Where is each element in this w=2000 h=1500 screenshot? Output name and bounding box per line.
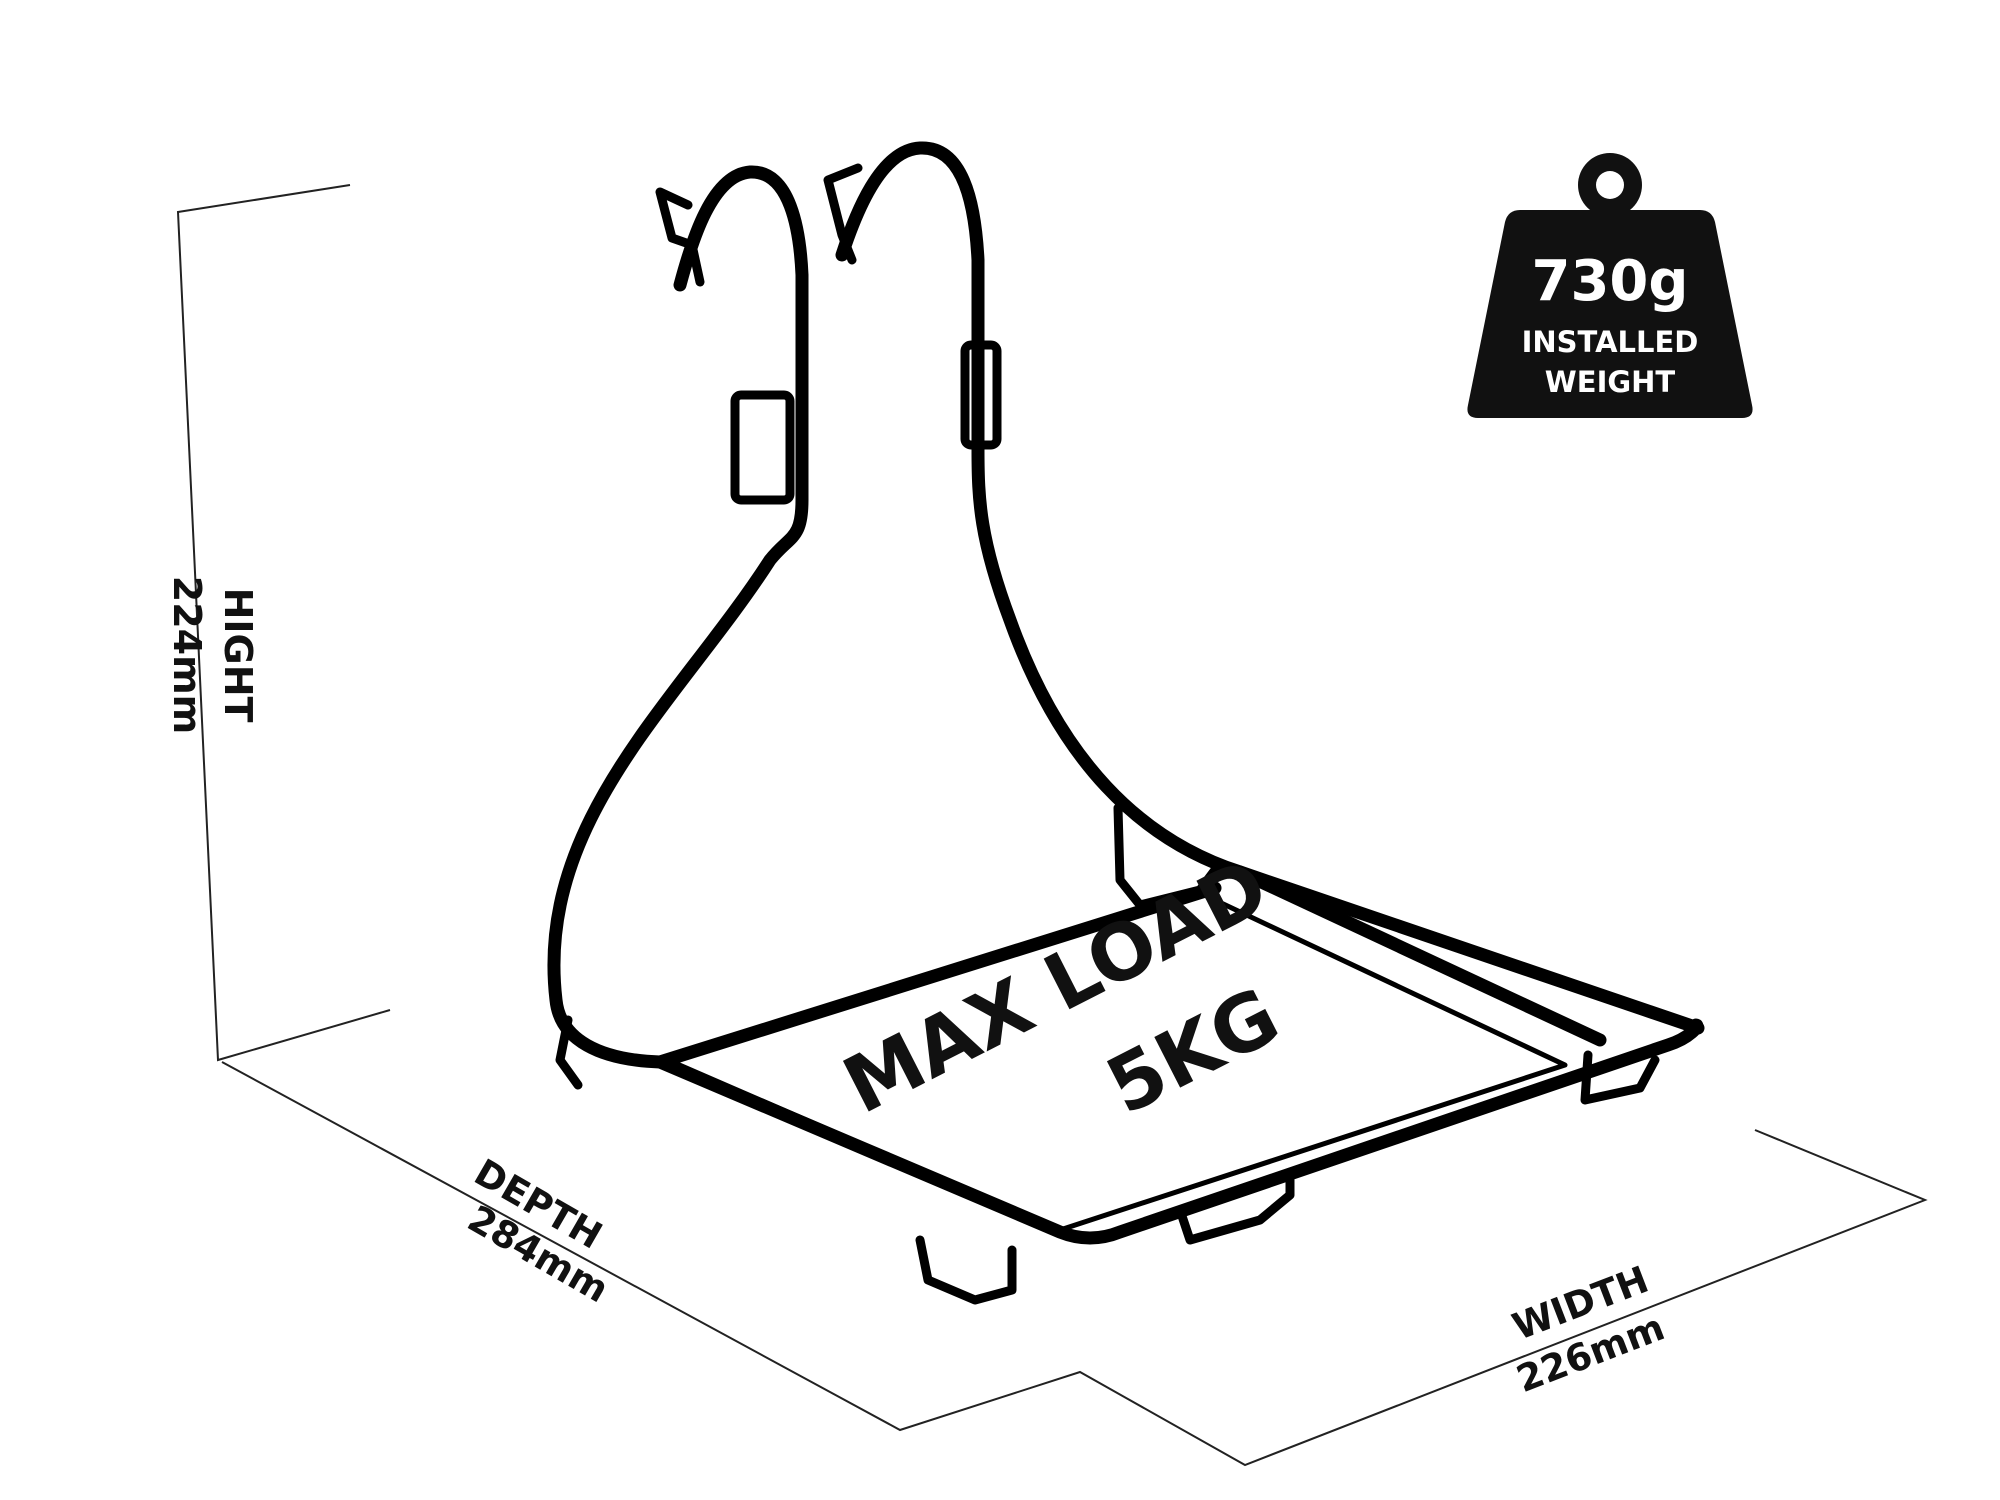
weight-icon	[1467, 153, 1753, 418]
weight-line2: WEIGHT	[1545, 365, 1676, 399]
height-guide-line	[176, 184, 391, 1062]
dimension-guides	[176, 184, 1928, 1467]
height-label: HIGHT	[216, 588, 260, 723]
right-side-rail	[1233, 865, 1607, 1047]
height-value: 224mm	[165, 576, 209, 735]
weight-badge: 730g INSTALLED WEIGHT	[1467, 153, 1753, 418]
left-upright-tube	[547, 165, 1704, 1245]
right-upright-tube	[835, 141, 1705, 1035]
left-upright-clamp	[730, 390, 795, 505]
front-left-foot	[915, 1235, 1017, 1305]
rear-crossbar	[653, 881, 1222, 1069]
rack-illustration	[547, 141, 1705, 1305]
front-center-foot	[1175, 1175, 1295, 1245]
weight-value: 730g	[1532, 249, 1689, 314]
weight-line1: INSTALLED	[1522, 325, 1699, 359]
depth-width-guide-line	[221, 1061, 1928, 1467]
